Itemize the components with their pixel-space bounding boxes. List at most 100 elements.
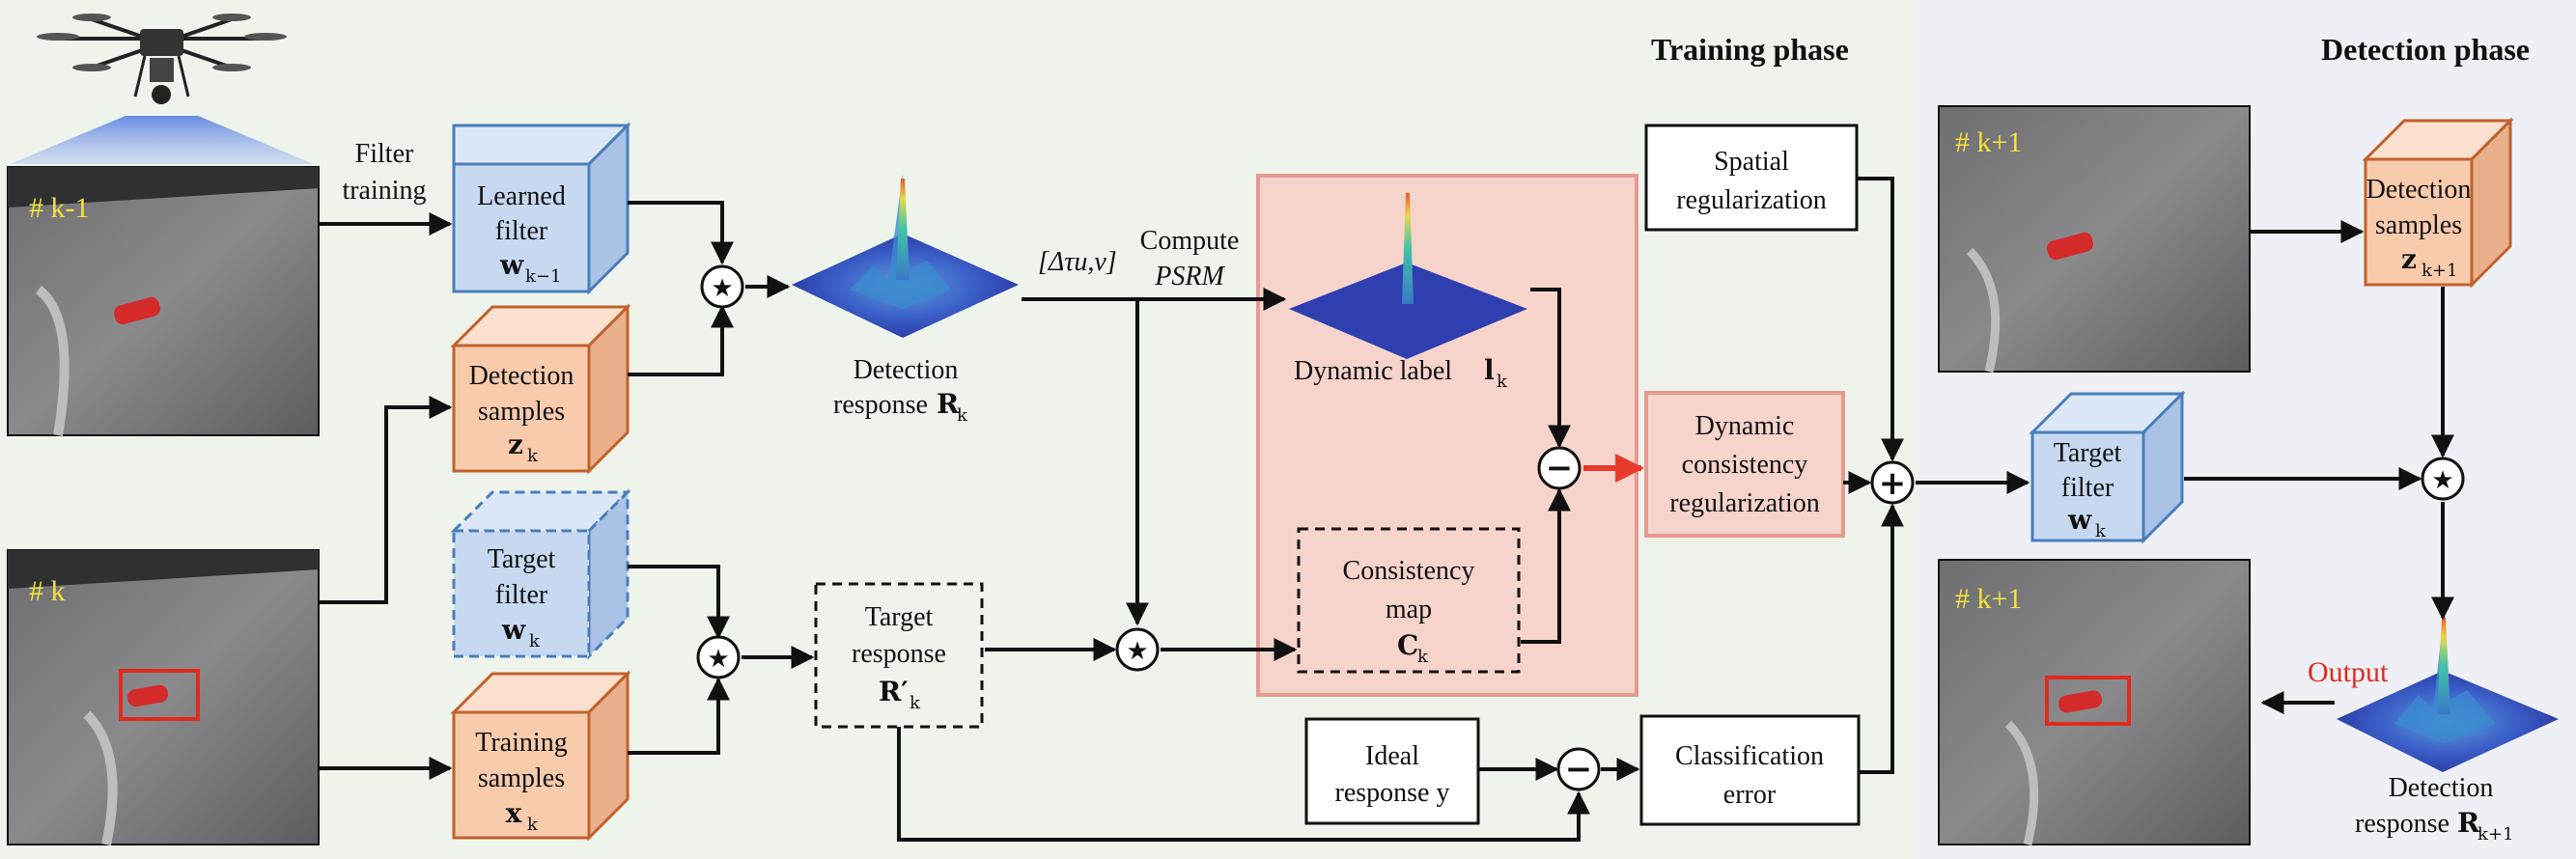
svg-text:k: k — [1417, 647, 1429, 667]
svg-text:★: ★ — [707, 645, 729, 674]
svg-text:−: − — [1546, 449, 1574, 487]
frame-k-plus-1-bottom: # k+1 — [1938, 559, 2251, 846]
svg-text:k: k — [910, 693, 921, 713]
svg-text:w: w — [2067, 504, 2092, 536]
detection-response-k-plus-1-symbol: R — [2457, 807, 2480, 839]
svg-text:Detection: Detection — [469, 361, 574, 391]
detection-phase-title: Detection phase — [2321, 32, 2530, 67]
filter-training-label-line1: Filter — [355, 139, 414, 169]
detection-response-k-label-line1: Detection — [854, 355, 959, 385]
svg-text:response: response — [852, 639, 946, 669]
svg-text:regularization: regularization — [1676, 185, 1826, 215]
detection-response-k-subscript: k — [957, 405, 968, 426]
svg-text:z: z — [508, 429, 523, 460]
svg-text:Target: Target — [488, 544, 556, 574]
svg-text:samples: samples — [478, 763, 565, 793]
plus-operator: + — [1870, 460, 1915, 505]
target-filter-dashed-cube: Target filter w k — [450, 488, 631, 660]
minus-operator-1: − — [1537, 446, 1582, 490]
svg-text:samples: samples — [478, 397, 565, 427]
frame-k: # k — [7, 549, 320, 846]
svg-text:response y: response y — [1335, 778, 1450, 808]
detection-samples-k-plus-1-cube: Detection samples z k+1 — [2362, 117, 2514, 289]
svg-text:regularization: regularization — [1669, 488, 1819, 518]
detection-response-k-plus-1-surface — [2337, 618, 2559, 772]
frame-k-minus-1: # k-1 — [7, 166, 320, 436]
svg-text:k: k — [2095, 521, 2107, 541]
consistency-map-box: Consistency map C k — [1297, 527, 1521, 674]
output-bounding-box — [2045, 676, 2131, 726]
svg-text:−: − — [1565, 750, 1593, 789]
svg-text:k−1: k−1 — [525, 266, 561, 287]
drone-icon — [10, 14, 314, 164]
svg-text:x: x — [506, 797, 522, 829]
svg-text:C: C — [1397, 629, 1418, 661]
dynamic-consistency-regularization-box: Dynamic consistency regularization — [1644, 391, 1845, 538]
svg-text:k: k — [529, 631, 541, 651]
correlation-operator-4: ★ — [2421, 457, 2465, 501]
svg-text:Target: Target — [2054, 438, 2122, 468]
dynamic-label-subscript: k — [1497, 372, 1508, 392]
spatial-regularization-box: Spatial regularization — [1644, 124, 1859, 232]
svg-text:z: z — [2401, 243, 2417, 275]
svg-text:Dynamic: Dynamic — [1695, 411, 1795, 441]
svg-text:★: ★ — [2431, 466, 2453, 495]
svg-text:consistency: consistency — [1682, 450, 1808, 480]
svg-text:filter: filter — [495, 580, 548, 610]
detection-response-k-plus-1-label-line2: response — [2355, 809, 2450, 839]
svg-text:k+1: k+1 — [2422, 261, 2457, 281]
svg-text:k: k — [527, 815, 539, 835]
delta-tau-label: [Δτu,v] — [1038, 247, 1117, 277]
svg-text:map: map — [1386, 595, 1432, 624]
training-samples-cube: Training samples x k — [450, 670, 631, 842]
svg-text:filter: filter — [2061, 473, 2114, 503]
detection-response-k-label-line2: response — [833, 390, 928, 420]
svg-text:Classification: Classification — [1675, 741, 1824, 771]
svg-text:★: ★ — [711, 274, 733, 303]
output-label: Output — [2308, 656, 2389, 688]
svg-text:★: ★ — [1126, 637, 1148, 666]
target-filter-cube: Target filter w k — [2029, 390, 2186, 544]
dynamic-label-surface — [1289, 193, 1527, 359]
training-phase-title: Training phase — [1651, 32, 1849, 67]
svg-text:Learned: Learned — [477, 181, 566, 211]
learned-filter-cube: Learned filter w k−1 — [452, 122, 631, 295]
correlation-operator-2: ★ — [696, 635, 741, 679]
correlation-operator-3: ★ — [1115, 627, 1160, 672]
detection-response-k-plus-1-subscript: k+1 — [2478, 824, 2513, 845]
svg-text:+: + — [1879, 464, 1907, 503]
svg-text:error: error — [1723, 780, 1777, 810]
svg-text:w: w — [499, 249, 524, 281]
classification-error-box: Classification error — [1639, 714, 1861, 826]
svg-text:Detection: Detection — [2366, 175, 2472, 205]
svg-text:R′: R′ — [879, 676, 909, 707]
frame-k-minus-1-label: # k-1 — [29, 192, 90, 224]
filter-training-label-line2: training — [342, 176, 426, 206]
detection-response-k-plus-1-label-line1: Detection — [2389, 773, 2494, 803]
svg-text:k: k — [527, 446, 539, 466]
frame-k-plus-1-top-label: # k+1 — [1955, 126, 2022, 158]
frame-k-plus-1-top: # k+1 — [1938, 105, 2251, 374]
detection-samples-k-cube: Detection samples z k — [450, 303, 631, 475]
ideal-response-box: Ideal response y — [1304, 717, 1480, 825]
svg-text:Consistency: Consistency — [1343, 556, 1475, 586]
svg-text:samples: samples — [2375, 210, 2462, 240]
svg-text:Spatial: Spatial — [1714, 147, 1789, 177]
svg-text:Target: Target — [865, 602, 934, 632]
psrm-label: PSRM — [1154, 262, 1225, 291]
dynamic-label-text: Dynamic label — [1294, 356, 1452, 386]
svg-text:filter: filter — [495, 216, 548, 246]
target-bounding-box — [119, 669, 200, 721]
correlation-operator-1: ★ — [700, 264, 744, 309]
dynamic-label-panel — [1256, 174, 1638, 697]
svg-text:Training: Training — [475, 728, 567, 758]
frame-k-plus-1-bottom-label: # k+1 — [1955, 583, 2022, 615]
connector-lines — [319, 177, 2454, 842]
svg-text:Ideal: Ideal — [1365, 741, 1419, 771]
dynamic-label-symbol: l — [1484, 354, 1495, 386]
target-response-box: Target response R′ k — [814, 582, 984, 729]
compute-label: Compute — [1140, 226, 1240, 256]
detection-response-k-symbol: R — [937, 388, 960, 420]
detection-response-k-surface — [792, 174, 1019, 338]
